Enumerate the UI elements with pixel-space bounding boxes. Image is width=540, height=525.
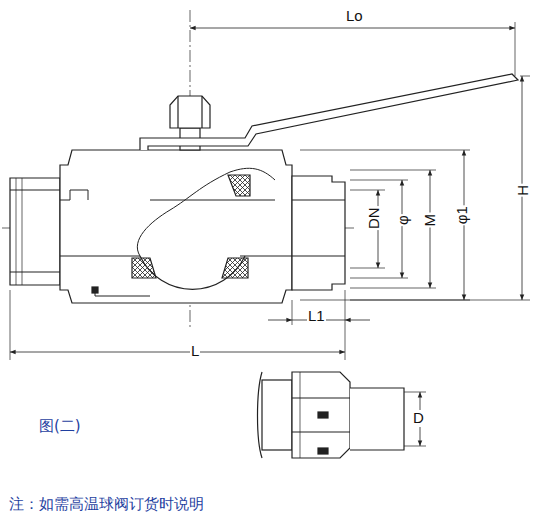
dimension-label: H bbox=[515, 184, 532, 197]
dimension-label: φ bbox=[395, 214, 412, 226]
dimension-label: Lo bbox=[345, 8, 364, 25]
note-text: 注：如需高温球阀订货时说明 bbox=[8, 496, 205, 513]
dimension-label: φ1 bbox=[454, 205, 471, 225]
dimension-label: D bbox=[412, 410, 425, 427]
dimension-label: DN bbox=[366, 206, 383, 230]
note-text: 图(二) bbox=[38, 418, 82, 435]
dimension-label: M bbox=[422, 213, 439, 228]
dimension-label: L1 bbox=[307, 308, 326, 325]
dimension-label: L bbox=[190, 343, 200, 360]
